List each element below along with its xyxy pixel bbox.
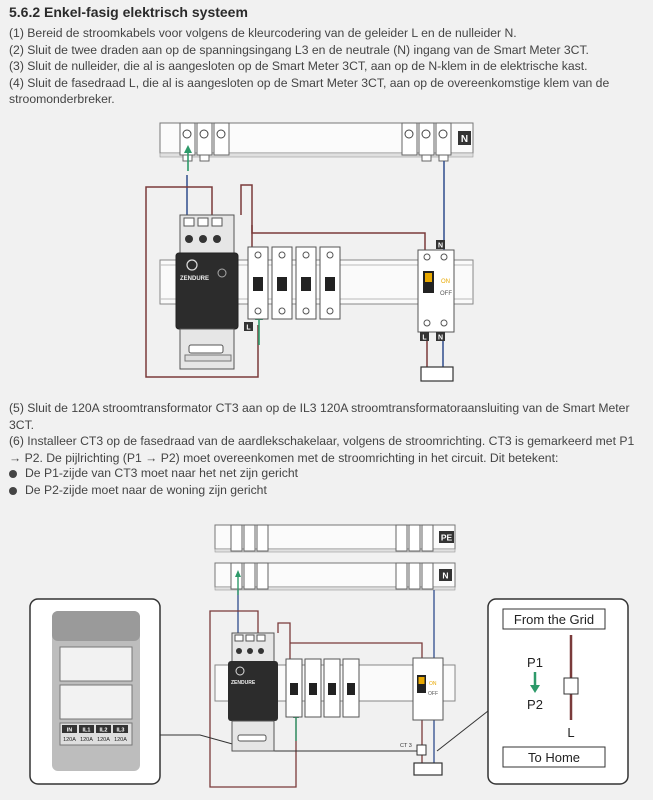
wires-fig1 — [145, 161, 445, 378]
ct-clamp — [416, 744, 427, 756]
rating-in: 120A — [63, 737, 76, 743]
step-6: (6) Installeer CT3 op de fasedraad van d… — [9, 434, 635, 465]
smart-meter-3ct-2: ZENDURE — [228, 632, 278, 752]
list-item: De P1-zijde van CT3 moet naar het net zi… — [9, 465, 298, 482]
bus-terminals-left — [179, 122, 230, 162]
tag-l: L — [246, 325, 251, 332]
green-arrow-icon — [235, 570, 241, 595]
wiring-diagram-2: PE N ZEND — [29, 524, 629, 788]
ct-label: CT 3 — [400, 743, 412, 749]
step-1: (1) Bereid de stroomkabels voor volgens … — [9, 26, 517, 40]
load-box-2 — [413, 762, 443, 776]
green-arrow-icon — [184, 145, 192, 171]
bus-pe-label: PE — [441, 533, 453, 543]
port-il2: IL2 — [100, 728, 108, 734]
list-item: De P2-zijde moet naar de woning zijn ger… — [9, 482, 298, 499]
step-3: (3) Sluit de nulleider, die al is aanges… — [9, 59, 588, 74]
p1-label: P1 — [527, 655, 543, 670]
wiring-diagram-1: N ZENDURE — [145, 122, 474, 382]
step-2: (2) Sluit de twee draden aan op de spann… — [9, 42, 589, 57]
instructions-part2: (5) Sluit de 120A stroomtransformator CT… — [9, 400, 649, 466]
rating-il2: 120A — [97, 737, 110, 743]
wire-l-label: L — [567, 725, 574, 740]
inset-port-labels: IN IL1 IL2 IL3 120A 120A 120A 120A — [62, 725, 128, 743]
rating-il3: 120A — [114, 737, 127, 743]
tag-l-rcd: L — [422, 335, 427, 342]
rcd-off-2: OFF — [428, 691, 438, 697]
to-home-label: To Home — [528, 750, 580, 765]
from-grid-label: From the Grid — [514, 612, 594, 627]
step-4: (4) Sluit de fasedraad L, die al is aang… — [9, 75, 610, 107]
rcd-on-2: ON — [429, 681, 437, 687]
meter-inset — [29, 598, 161, 785]
p2-label: P2 — [527, 697, 543, 712]
port-il3: IL3 — [117, 728, 125, 734]
port-il1: IL1 — [83, 728, 91, 734]
meter-brand-2: ZENDURE — [231, 680, 256, 686]
circuit-breakers-2 — [285, 658, 360, 718]
smart-meter-3ct: ZENDURE — [175, 214, 239, 370]
bus-n-label-2: N — [442, 571, 448, 581]
rcd-on: ON — [441, 279, 450, 285]
instructions-part1: (1) Bereid de stroomkabels voor volgens … — [9, 25, 649, 108]
flow-arrow-icon — [530, 685, 540, 693]
bullet-list: De P1-zijde van CT3 moet naar het net zi… — [9, 465, 298, 499]
bus-n-label: N — [461, 134, 468, 145]
bullet-dot-icon — [9, 486, 17, 495]
circuit-breakers — [247, 246, 341, 320]
rating-il1: 120A — [80, 737, 93, 743]
section-title: 5.6.2 Enkel-fasig elektrisch systeem — [9, 4, 248, 20]
rcd-switch-2: ON OFF — [412, 657, 444, 721]
bus-terminals-right — [401, 122, 452, 162]
rcd-switch: ON OFF — [417, 249, 455, 333]
rcd-off: OFF — [440, 291, 452, 297]
load-box — [420, 366, 454, 382]
tag-n-rcd: N — [438, 335, 443, 342]
bullet-dot-icon — [9, 469, 17, 478]
port-in: IN — [67, 728, 73, 734]
step-5: (5) Sluit de 120A stroomtransformator CT… — [9, 401, 630, 432]
tag-n: N — [438, 243, 443, 250]
meter-brand: ZENDURE — [180, 276, 209, 282]
ct-direction-inset: From the Grid P1 P2 L To Home — [487, 598, 629, 785]
